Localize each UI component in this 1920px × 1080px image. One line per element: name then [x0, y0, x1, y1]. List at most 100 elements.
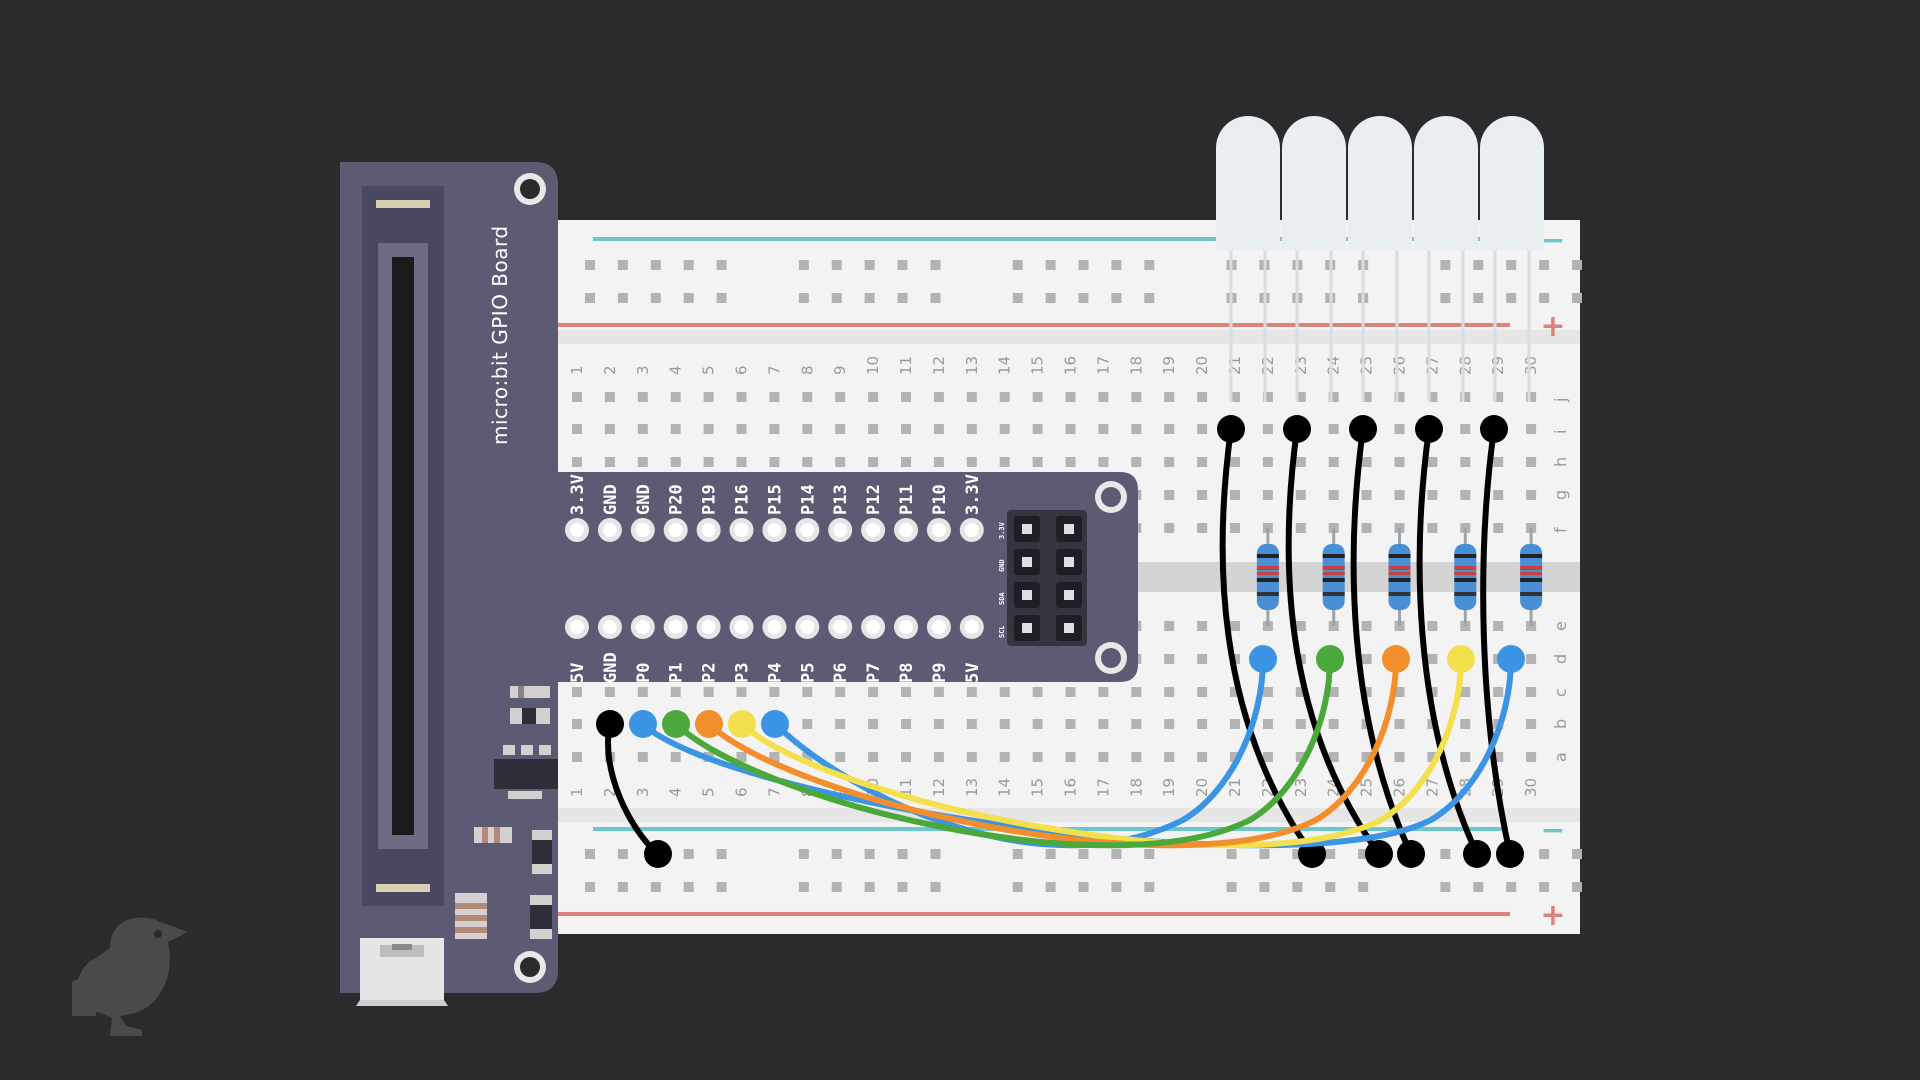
gpio-pin-label: P0 — [634, 663, 654, 683]
i2c-pin-label: SDA — [998, 592, 1006, 605]
column-number: 7 — [765, 787, 783, 797]
column-number: 18 — [1127, 778, 1145, 797]
column-number: 19 — [1160, 356, 1178, 375]
gpio-pin-label: P15 — [765, 484, 785, 515]
top-rail-minus-line — [593, 237, 1508, 241]
column-number: 20 — [1193, 356, 1211, 375]
gpio-pin-label: P16 — [733, 484, 753, 515]
row-letter: e — [1551, 621, 1570, 631]
column-number: 24 — [1325, 356, 1343, 375]
gpio-pin-label: P10 — [930, 484, 950, 515]
column-number: 4 — [667, 365, 685, 375]
resistor — [1388, 528, 1411, 626]
gpio-pin-label: P13 — [831, 484, 851, 515]
gpio-pin-label: P19 — [700, 484, 720, 515]
gpio-pin-label: P7 — [864, 663, 884, 683]
gpio-pin-label: P9 — [930, 663, 950, 683]
column-number: 15 — [1029, 356, 1047, 375]
bird-logo-icon — [72, 917, 188, 1036]
row-letter: j — [1551, 398, 1570, 403]
column-number: 12 — [930, 356, 948, 375]
led — [1216, 116, 1280, 402]
column-number: 19 — [1160, 778, 1178, 797]
column-number: 26 — [1391, 778, 1409, 797]
column-number: 11 — [897, 356, 915, 375]
row-letter: a — [1551, 752, 1570, 762]
bottom-rail-minus-symbol: − — [1540, 813, 1565, 848]
i2c-header — [1007, 510, 1087, 646]
jumper-wire — [695, 645, 1410, 849]
column-number: 3 — [634, 365, 652, 375]
jumper-wire — [728, 645, 1475, 849]
top-rail-plus-line — [558, 323, 1510, 327]
column-number: 5 — [700, 787, 718, 797]
led — [1480, 116, 1544, 402]
top-rail-plus-symbol: + — [1540, 309, 1565, 344]
leds — [1216, 116, 1544, 402]
top-rail-minus-symbol: − — [1540, 223, 1565, 258]
jumper-wire — [662, 645, 1344, 849]
gpio-pin-label: P6 — [831, 663, 851, 683]
gpio-pin-label: P5 — [798, 663, 818, 683]
column-number: 6 — [733, 787, 751, 797]
column-number: 20 — [1193, 778, 1211, 797]
column-number: 13 — [963, 356, 981, 375]
led — [1348, 116, 1412, 402]
resistors — [1256, 528, 1543, 626]
gpio-pin-label: P4 — [765, 663, 785, 683]
jumper-wire — [596, 710, 672, 868]
gpio-pin-label: P3 — [733, 663, 753, 683]
voltage-regulator — [494, 759, 558, 789]
resistor — [1520, 528, 1543, 626]
column-number: 17 — [1094, 778, 1112, 797]
column-number: 25 — [1358, 778, 1376, 797]
column-number: 21 — [1226, 356, 1244, 375]
i2c-pin-label: SCL — [998, 625, 1006, 638]
column-number: 14 — [996, 778, 1014, 797]
column-number: 22 — [1259, 356, 1277, 375]
column-number: 2 — [601, 787, 619, 797]
column-number: 12 — [930, 778, 948, 797]
column-number: 30 — [1522, 778, 1540, 797]
column-number: 27 — [1423, 356, 1441, 375]
i2c-pin-label: GND — [998, 559, 1006, 572]
column-number: 18 — [1127, 356, 1145, 375]
jumper-wire — [1480, 415, 1524, 868]
row-letter: b — [1551, 719, 1570, 729]
column-number: 3 — [634, 787, 652, 797]
column-number: 23 — [1292, 356, 1310, 375]
gpio-pin-label: P14 — [798, 484, 818, 515]
column-number: 10 — [864, 356, 882, 375]
column-number: 15 — [1029, 778, 1047, 797]
usb-port-icon — [356, 938, 448, 1006]
gpio-pin-label: P11 — [897, 484, 917, 515]
column-number: 16 — [1062, 778, 1080, 797]
column-number: 25 — [1358, 356, 1376, 375]
column-number: 1 — [568, 787, 586, 797]
column-number: 14 — [996, 356, 1014, 375]
column-number: 1 — [568, 365, 586, 375]
jumper-wire — [1349, 415, 1425, 868]
column-number: 23 — [1292, 778, 1310, 797]
gpio-pin-label: P1 — [667, 663, 687, 683]
column-number: 5 — [700, 365, 718, 375]
resistor — [1256, 528, 1279, 626]
bottom-rail-plus-line — [558, 912, 1510, 916]
column-number: 7 — [765, 365, 783, 375]
column-number: 16 — [1062, 356, 1080, 375]
row-letter: c — [1551, 688, 1570, 697]
row-letter: g — [1551, 490, 1570, 500]
gpio-pin-label: GND — [601, 652, 621, 683]
column-number: 9 — [831, 787, 849, 797]
column-number: 4 — [667, 787, 685, 797]
gpio-pin-label: P2 — [700, 663, 720, 683]
row-letter: d — [1551, 654, 1570, 664]
gpio-pin-label: 5V — [963, 663, 983, 683]
column-number: 6 — [733, 365, 751, 375]
column-number: 13 — [963, 778, 981, 797]
board-title: micro:bit GPIO Board — [488, 225, 512, 445]
bottom-rail-plus-symbol: + — [1540, 898, 1565, 933]
column-number: 29 — [1489, 356, 1507, 375]
